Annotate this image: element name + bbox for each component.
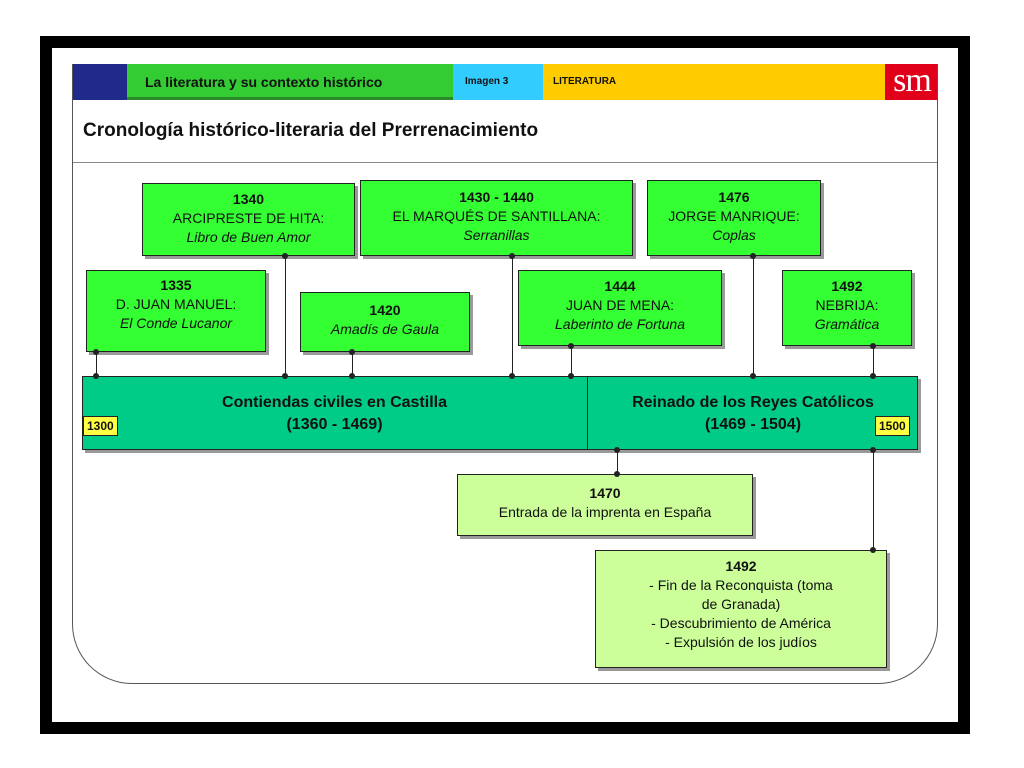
historical-line: - Expulsión de los judíos <box>665 634 817 650</box>
literary-box-1335: 1335 D. JUAN MANUEL: El Conde Lucanor <box>86 270 266 352</box>
literary-box-1476: 1476 JORGE MANRIQUE: Coplas <box>647 180 821 256</box>
junction-dot <box>93 349 99 355</box>
literary-author: D. JUAN MANUEL: <box>115 296 237 312</box>
connector-line <box>753 256 754 376</box>
literary-year: 1492 <box>831 278 863 294</box>
header-subject-block <box>127 64 453 100</box>
historical-line: de Granada) <box>701 596 781 612</box>
historical-box-1492: 1492 - Fin de la Reconquista (toma de Gr… <box>595 550 887 668</box>
junction-dot <box>750 253 756 259</box>
header-image-label: Imagen 3 <box>465 76 509 87</box>
period-name: Contiendas civiles en Castilla <box>222 394 447 411</box>
connector-line <box>96 352 97 376</box>
junction-dot <box>870 343 876 349</box>
timeline-period-divider <box>587 376 588 450</box>
literary-year: 1430 - 1440 <box>459 189 534 205</box>
literary-work: Coplas <box>712 227 756 243</box>
historical-line: Entrada de la imprenta en España <box>498 504 712 520</box>
historical-box-1470: 1470 Entrada de la imprenta en España <box>457 474 753 536</box>
literary-work: Amadís de Gaula <box>330 321 440 337</box>
header-blue-block <box>73 64 127 100</box>
literary-year: 1476 <box>718 189 750 205</box>
literary-author: JUAN DE MENA: <box>565 297 675 313</box>
junction-dot <box>349 373 355 379</box>
timeline-end-tag: 1500 <box>875 416 910 436</box>
junction-dot <box>509 253 515 259</box>
literary-work: El Conde Lucanor <box>119 315 233 331</box>
connector-line <box>571 346 572 376</box>
page-title: Cronología histórico-literaria del Prerr… <box>83 120 539 141</box>
literary-author: ARCIPRESTE DE HITA: <box>172 210 325 226</box>
connector-line <box>617 450 618 474</box>
connector-line <box>352 352 353 376</box>
period-civil-wars: Contiendas civiles en Castilla (1360 - 1… <box>82 392 587 436</box>
junction-dot <box>870 547 876 553</box>
connector-line <box>285 256 286 376</box>
historical-line: - Descubrimiento de América <box>651 615 831 631</box>
title-divider <box>73 162 937 163</box>
literary-author: JORGE MANRIQUE: <box>668 208 800 224</box>
period-name: Reinado de los Reyes Católicos <box>632 394 874 411</box>
period-range: (1360 - 1469) <box>286 416 383 433</box>
literary-work: Serranillas <box>463 227 530 243</box>
junction-dot <box>870 447 876 453</box>
junction-dot <box>870 373 876 379</box>
connector-line <box>512 256 513 376</box>
header-area-block <box>543 64 885 100</box>
literary-author: NEBRIJA: <box>815 297 879 313</box>
header-image-block <box>453 64 543 100</box>
literary-box-1430: 1430 - 1440 EL MARQUÉS DE SANTILLANA: Se… <box>360 180 633 256</box>
historical-year: 1470 <box>589 485 621 501</box>
literary-box-1444: 1444 JUAN DE MENA: Laberinto de Fortuna <box>518 270 722 346</box>
junction-dot <box>282 253 288 259</box>
junction-dot <box>614 447 620 453</box>
sm-logo: sm <box>885 64 937 100</box>
connector-line <box>873 346 874 376</box>
period-range: (1469 - 1504) <box>704 416 802 433</box>
historical-year: 1492 <box>725 558 757 574</box>
junction-dot <box>614 471 620 477</box>
header-area: LITERATURA <box>553 76 617 87</box>
timeline-start-tag: 1300 <box>83 416 118 436</box>
literary-year: 1335 <box>160 277 192 293</box>
literary-work: Libro de Buen Amor <box>186 229 311 245</box>
timeline-bar <box>82 376 918 450</box>
junction-dot <box>509 373 515 379</box>
junction-dot <box>568 373 574 379</box>
literary-box-1420: 1420 Amadís de Gaula <box>300 292 470 352</box>
literary-year: 1420 <box>369 302 401 318</box>
connector-line <box>873 450 874 550</box>
literary-year: 1340 <box>232 191 265 207</box>
literary-year: 1444 <box>604 278 636 294</box>
literary-work: Laberinto de Fortuna <box>555 316 685 332</box>
literary-box-1492: 1492 NEBRIJA: Gramática <box>782 270 912 346</box>
header-subject: La literatura y su contexto histórico <box>145 74 383 90</box>
junction-dot <box>282 373 288 379</box>
junction-dot <box>568 343 574 349</box>
period-catholic-monarchs: Reinado de los Reyes Católicos (1469 - 1… <box>588 392 918 436</box>
junction-dot <box>349 349 355 355</box>
literary-box-1340: 1340 ARCIPRESTE DE HITA: Libro de Buen A… <box>142 183 355 256</box>
junction-dot <box>750 373 756 379</box>
junction-dot <box>93 373 99 379</box>
historical-line: - Fin de la Reconquista (toma <box>649 577 833 593</box>
literary-work: Gramática <box>814 316 880 332</box>
literary-author: EL MARQUÉS DE SANTILLANA: <box>392 208 601 224</box>
